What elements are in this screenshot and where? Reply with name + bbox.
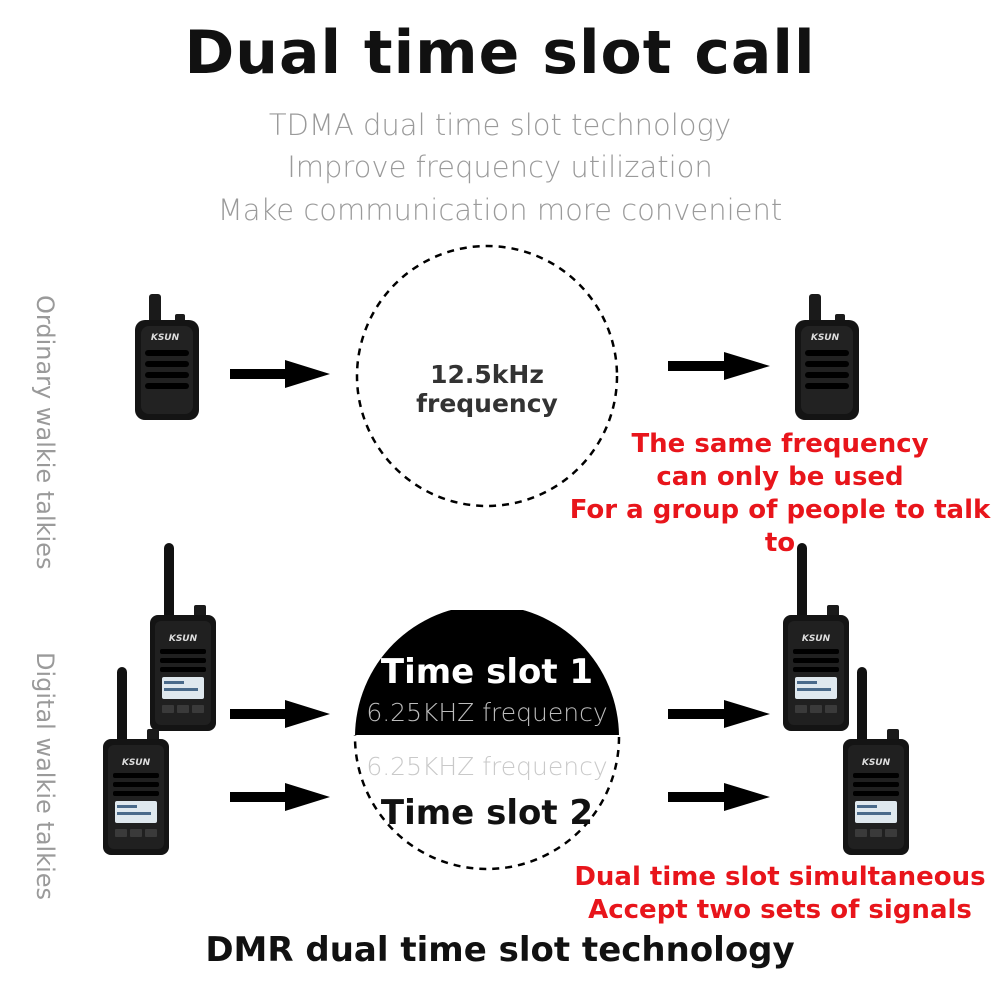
- time-slot-circle: [353, 610, 621, 871]
- subtitle-line-2: Improve frequency utilization: [287, 150, 713, 184]
- ordinary-note-line-2: can only be used: [656, 462, 904, 492]
- digital-radio-left-back-icon: [150, 543, 216, 731]
- slot1-title: Time slot 1: [380, 652, 594, 692]
- ordinary-radio-left-icon: [135, 294, 199, 420]
- digital-note-line-2: Accept two sets of signals: [588, 895, 972, 925]
- subtitle-line-1: TDMA dual time slot technology: [268, 108, 732, 142]
- digital-side-label: Digital walkie talkies: [31, 652, 59, 901]
- slot1-frequency: 6.25KHZ frequency: [366, 698, 608, 727]
- digital-radio-right-back-icon: [783, 543, 849, 731]
- ordinary-radio-right-icon: [795, 294, 859, 420]
- frequency-circle: [355, 244, 619, 508]
- arrow-right-icon: [668, 352, 770, 380]
- digital-note: Dual time slot simultaneous Accept two s…: [560, 861, 1000, 927]
- digital-note-line-1: Dual time slot simultaneous: [574, 862, 986, 892]
- arrow-right-icon: [230, 700, 330, 728]
- arrow-right-icon: [230, 783, 330, 811]
- arrow-right-icon: [668, 700, 770, 728]
- arrow-right-icon: [230, 360, 330, 388]
- footer-caption: DMR dual time slot technology: [205, 930, 795, 970]
- ordinary-side-label: Ordinary walkie talkies: [31, 295, 59, 570]
- ordinary-note-line-3: For a group of people to talk to: [569, 495, 991, 558]
- slot2-title: Time slot 2: [380, 793, 594, 833]
- ordinary-note-line-1: The same frequency: [631, 429, 929, 459]
- slot2-frequency: 6.25KHZ frequency: [366, 752, 608, 781]
- arrow-right-icon: [668, 783, 770, 811]
- digital-radio-right-front-icon: [843, 667, 909, 855]
- page-title: Dual time slot call: [184, 18, 816, 88]
- subtitle-line-3: Make communication more convenient: [217, 193, 783, 227]
- ordinary-note: The same frequency can only be used For …: [560, 428, 1000, 560]
- ordinary-frequency-label: 12.5kHz frequency: [416, 360, 558, 418]
